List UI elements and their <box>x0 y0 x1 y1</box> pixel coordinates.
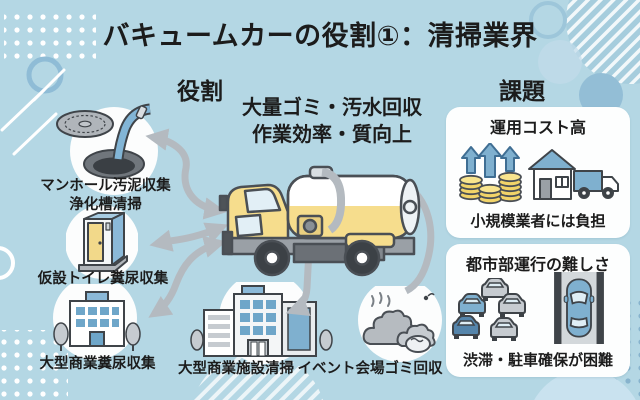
issue-card-caption: 渋滞・駐車確保が困難 <box>462 352 613 369</box>
soft-circle <box>538 40 582 84</box>
arrow-truck-to-building <box>148 235 227 318</box>
roles-summary: 大量ゴミ・汚水回収 作業効率・質向上 <box>222 95 442 149</box>
office-building-icon <box>53 284 141 360</box>
page-title: バキュームカーの役割①：清掃業界 <box>102 21 538 51</box>
issue-card-caption: 小規模業者には負担 <box>470 213 606 230</box>
issue-card-urban-operation: 都市部運行の難しさ 渋滞・駐車確保が困難 <box>446 244 630 377</box>
label-commercial-waste: 大型商業糞尿収集 <box>39 356 156 372</box>
hose-truck-to-facility <box>285 229 314 316</box>
traffic-jam-icon <box>452 278 526 341</box>
issue-card-title: 運用コスト高 <box>489 120 586 137</box>
ring-circle-top-right <box>529 1 567 39</box>
roles-summary-line1: 大量ゴミ・汚水回収 <box>242 97 422 119</box>
arrow-truck-to-manhole <box>145 128 227 220</box>
label-event-garbage: イベント会場ゴミ回収 <box>297 361 443 377</box>
diagonal-lines-top-left <box>0 68 66 156</box>
parking-space-icon <box>554 272 604 344</box>
halftone-circle <box>579 73 623 117</box>
portable-toilet-icon <box>66 205 138 279</box>
striped-circle-top-right <box>566 0 640 84</box>
rising-cost-coins-icon <box>459 143 522 205</box>
ring-circle-left-edge <box>0 246 15 280</box>
label-facility-cleaning: 大型商業施設清掃 <box>178 361 294 377</box>
issues-heading: 課題 <box>499 78 545 104</box>
issue-card-title: 都市部運行の難しさ <box>465 257 610 274</box>
small-business-truck-icon <box>528 149 619 200</box>
roles-summary-line2: 作業効率・質向上 <box>252 124 412 146</box>
vacuum-truck-icon <box>218 165 421 277</box>
label-manhole-sludge: マンホール汚泥収集 浄化槽清掃 <box>40 178 171 214</box>
label-portable-toilet: 仮設トイレ糞尿収集 <box>37 271 169 287</box>
striped-semicircle-bottom <box>193 352 323 400</box>
hose-truck-to-garbage <box>400 179 435 295</box>
roles-heading: 役割 <box>177 78 223 104</box>
garbage-pile-icon <box>358 286 442 362</box>
soft-blob-bottom-right <box>534 370 636 400</box>
dot-grid-top-left <box>4 10 96 66</box>
issue-card-operating-cost: 運用コスト高 <box>446 107 630 238</box>
manhole-icon <box>56 103 158 195</box>
